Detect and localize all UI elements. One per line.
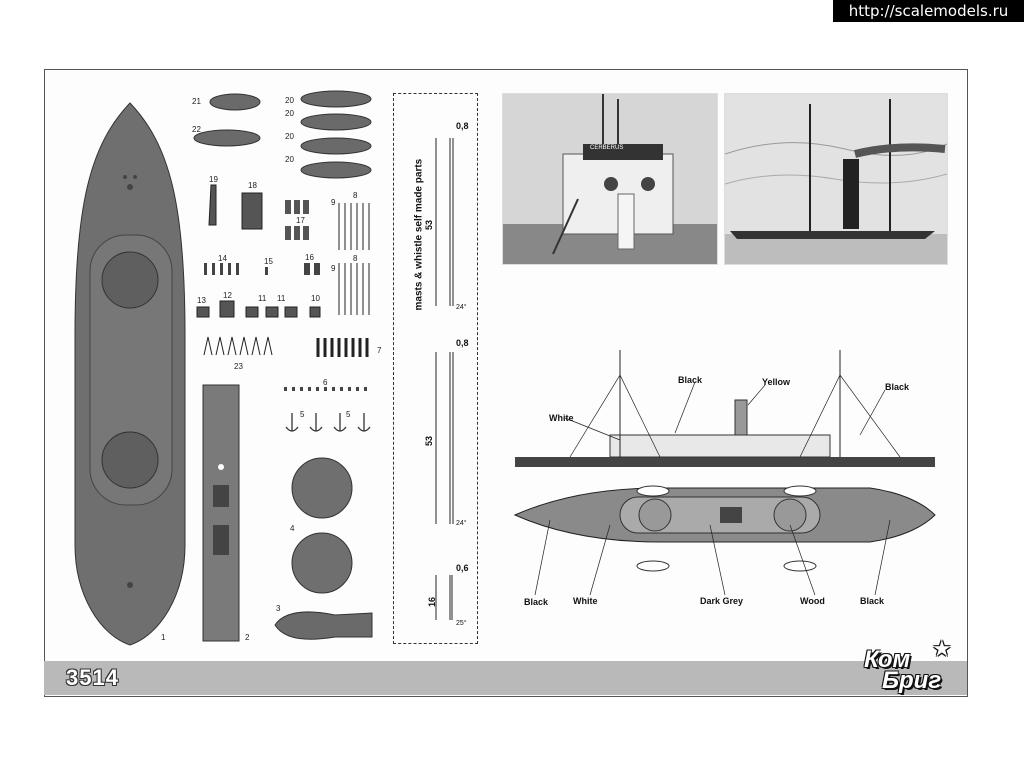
part-label-13: 13 — [197, 296, 206, 305]
part-label-5a: 5 — [300, 410, 305, 419]
callout-top-wood: Wood — [800, 596, 825, 606]
part-label-20a: 20 — [285, 109, 294, 118]
part-label-4: 4 — [290, 524, 295, 533]
part-label-11b: 11 — [277, 294, 286, 303]
watermark-url[interactable]: http://scalemodels.ru — [833, 0, 1024, 22]
mast-dimension-drawings — [435, 138, 454, 620]
dim-top-1: 0,8 — [456, 121, 469, 131]
callout-side-black-1: Black — [678, 375, 703, 385]
turret-top-part-a — [291, 457, 353, 519]
top-view — [513, 485, 936, 572]
sheet-footer-bar — [44, 661, 967, 695]
callout-side-black-2: Black — [885, 382, 910, 392]
dim-length-1: 53 — [424, 219, 435, 231]
part-label-14: 14 — [218, 254, 227, 263]
self-made-parts-box — [393, 93, 478, 644]
photo-nameplate: CERBERUS — [590, 145, 624, 151]
hull-deck-part — [74, 102, 186, 646]
part-label-16: 16 — [305, 253, 314, 262]
part-label-12: 12 — [223, 291, 232, 300]
ladder-parts — [203, 336, 273, 356]
dim-length-2: 53 — [424, 435, 435, 447]
bow-part — [274, 611, 373, 640]
callout-side-yellow: Yellow — [762, 377, 791, 387]
deck-fittings-row — [196, 300, 321, 318]
anchor-parts — [285, 413, 371, 432]
part-label-5b: 5 — [346, 410, 351, 419]
boat-parts — [193, 90, 372, 179]
product-code: 3514 — [66, 665, 119, 690]
brand-logo-line-1: Ком — [864, 646, 911, 673]
part-label-20b: 20 — [285, 132, 294, 141]
callout-top-dark-grey: Dark Grey — [700, 596, 744, 606]
brand-logo-line-2: Бриг — [882, 667, 942, 694]
callout-lines — [534, 381, 891, 596]
part-label-18: 18 — [248, 181, 257, 190]
deck-strip-part — [202, 384, 240, 642]
part-label-9a: 9 — [331, 198, 336, 207]
turret-top-part-b — [291, 532, 353, 594]
small-fittings-row — [204, 263, 320, 275]
callout-top-black-1: Black — [524, 597, 549, 607]
part-label-7: 7 — [377, 346, 382, 355]
vent-part — [208, 184, 217, 226]
deck-photo — [502, 93, 718, 265]
part-label-8a: 8 — [353, 191, 358, 200]
dim-top-2: 0,8 — [456, 338, 469, 348]
side-profile — [515, 350, 935, 467]
callout-side-white: White — [549, 413, 574, 423]
cowl-parts — [285, 200, 309, 240]
part-label-23: 23 — [234, 362, 243, 371]
painting-diagram — [513, 350, 936, 596]
part-label-17: 17 — [296, 216, 305, 225]
part-label-22: 22 — [192, 125, 201, 134]
callout-top-black-2: Black — [860, 596, 885, 606]
part-label-8b: 8 — [353, 254, 358, 263]
part-label-15: 15 — [264, 257, 273, 266]
part-label-19: 19 — [209, 175, 218, 184]
small-bollards-row — [284, 387, 367, 391]
star-icon: ★ — [932, 636, 952, 661]
ship-engraving — [724, 93, 948, 265]
dim-angle-2: 24° — [456, 520, 467, 527]
dim-angle-1: 24° — [456, 304, 467, 311]
part-label-11a: 11 — [258, 294, 267, 303]
dim-length-3: 16 — [427, 596, 438, 608]
funnel-part — [241, 192, 263, 230]
brand-logo: Ком Бриг ★ — [860, 636, 970, 696]
part-label-6: 6 — [323, 378, 328, 387]
dim-angle-3: 25° — [456, 620, 467, 627]
callout-top-white: White — [573, 596, 598, 606]
part-label-21: 21 — [192, 97, 201, 106]
parts-diagram — [74, 90, 373, 646]
part-label-2: 2 — [245, 633, 250, 642]
stanchion-parts — [316, 338, 369, 357]
dim-top-3: 0,6 — [456, 563, 469, 573]
part-label-1: 1 — [161, 633, 166, 642]
part-label-20d: 20 — [285, 96, 294, 105]
part-label-9b: 9 — [331, 264, 336, 273]
part-label-3: 3 — [276, 604, 281, 613]
part-label-20c: 20 — [285, 155, 294, 164]
part-label-10: 10 — [311, 294, 320, 303]
rod-parts — [338, 203, 370, 315]
